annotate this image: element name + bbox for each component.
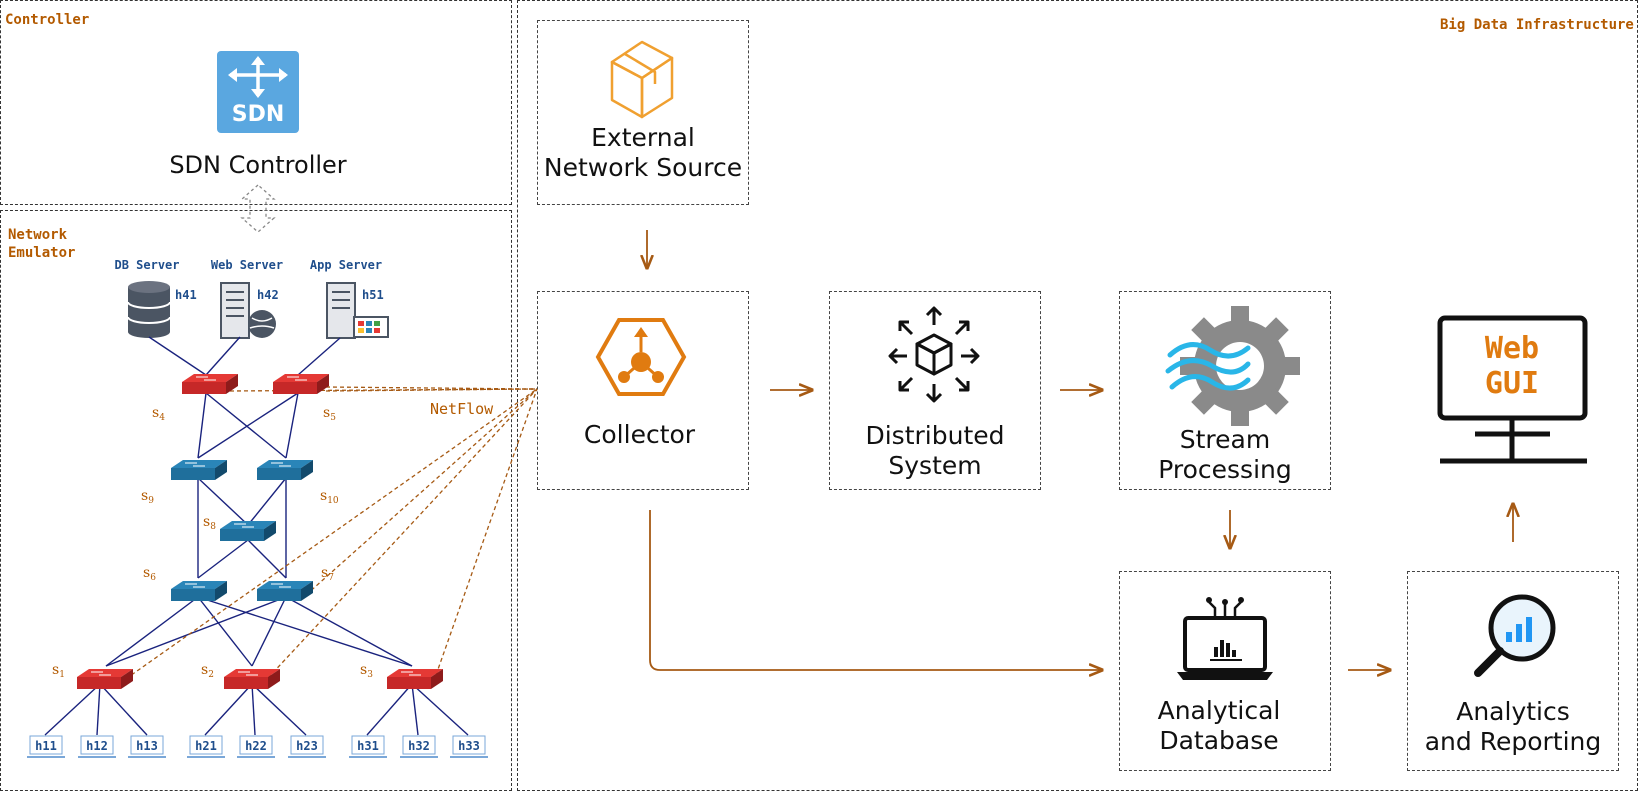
switch-s2 <box>223 668 281 690</box>
web-server-title: Web Server <box>211 258 283 272</box>
host-label-h21: h21 <box>195 739 217 753</box>
netflow-links <box>119 386 538 684</box>
controller-panel <box>0 0 512 205</box>
web-gui-label-1: Web <box>1485 331 1539 366</box>
controller-link-arrow <box>240 184 276 233</box>
switch-s7 <box>256 580 314 602</box>
web-gui-monitor-icon <box>1437 315 1588 464</box>
switch-s8 <box>219 520 277 542</box>
distributed-cube-icon <box>888 306 980 403</box>
app-server-icon <box>326 282 389 339</box>
external-label-2: Network Source <box>543 153 743 182</box>
switch-s1 <box>76 668 134 690</box>
arrow-collector-to-database <box>649 510 1102 670</box>
stream-gear-icon <box>1165 306 1300 426</box>
big-data-panel-title: Big Data Infrastructure <box>1440 17 1634 33</box>
switch-s4 <box>181 373 239 395</box>
db-server-title: DB Server <box>114 258 179 272</box>
switch-s8-label: s8 <box>203 514 216 532</box>
analytical-db-label-1: Analytical <box>1157 696 1281 725</box>
controller-panel-title: Controller <box>5 12 90 28</box>
host-label-h22: h22 <box>245 739 267 753</box>
external-label-1: External <box>591 123 695 152</box>
switch-s6-label: s6 <box>143 565 156 583</box>
switch-s10 <box>256 459 314 481</box>
network-links <box>44 336 469 736</box>
host-label-h33: h33 <box>458 739 480 753</box>
switch-s6 <box>170 580 228 602</box>
switch-s5 <box>272 373 330 395</box>
switch-s1-label: s1 <box>52 662 65 680</box>
package-box-icon <box>610 40 674 119</box>
distributed-label-1: Distributed <box>865 421 1005 450</box>
db-server-icon <box>127 281 171 338</box>
network-emulator-title-line2: Emulator <box>8 245 76 261</box>
analytics-magnifier-icon <box>1474 594 1556 677</box>
svg-text:SDN: SDN <box>232 102 285 127</box>
host-label-h11: h11 <box>35 739 57 753</box>
stream-label-1: Stream <box>1179 425 1271 454</box>
app-server-host: h51 <box>362 288 384 302</box>
switch-s2-label: s2 <box>201 662 214 680</box>
network-emulator-title-line1: Network <box>8 227 68 243</box>
host-label-h31: h31 <box>357 739 379 753</box>
analytical-laptop-icon <box>1177 597 1273 680</box>
switch-s4-label: s4 <box>152 405 165 423</box>
switch-s7-label: s7 <box>321 565 334 583</box>
web-gui-label-2: GUI <box>1485 366 1539 401</box>
switch-s9 <box>170 459 228 481</box>
collector-hexagon-icon <box>595 318 687 396</box>
sdn-controller-label: SDN Controller <box>169 151 347 179</box>
switch-s3-label: s3 <box>360 662 373 680</box>
switch-s3 <box>386 668 444 690</box>
host-label-h12: h12 <box>86 739 108 753</box>
host-label-h13: h13 <box>136 739 158 753</box>
analytics-label-1: Analytics <box>1456 697 1570 726</box>
switch-s10-label: s10 <box>320 488 339 506</box>
analytics-label-2: and Reporting <box>1424 727 1602 756</box>
host-label-h23: h23 <box>296 739 318 753</box>
analytical-db-label-2: Database <box>1159 726 1279 755</box>
app-server-title: App Server <box>310 258 382 272</box>
web-server-host: h42 <box>257 288 279 302</box>
sdn-icon: SDN <box>217 51 299 133</box>
switch-s9-label: s9 <box>141 488 154 506</box>
flow-arrows <box>647 230 1513 670</box>
db-server-host: h41 <box>175 288 197 302</box>
collector-node <box>537 291 749 490</box>
host-label-h32: h32 <box>408 739 430 753</box>
distributed-label-2: System <box>888 451 982 480</box>
web-server-icon <box>220 282 276 339</box>
collector-label: Collector <box>583 420 696 449</box>
switch-s5-label: s5 <box>323 405 336 423</box>
stream-label-2: Processing <box>1158 455 1292 484</box>
netflow-label: NetFlow <box>430 400 494 418</box>
